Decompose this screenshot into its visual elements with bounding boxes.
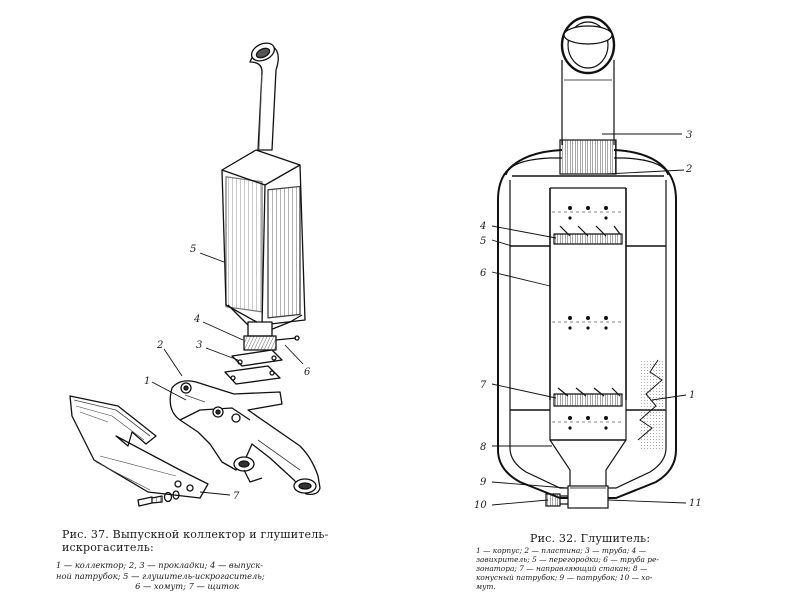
muffler-section-drawing: 3 2 4 5 6 7 1 8 9 10 11: [474, 15, 702, 511]
callout-4: 4: [193, 314, 200, 325]
figure-32-caption-legend: 1 — корпус; 2 — пластина; 3 — труба; 4 —…: [476, 546, 688, 591]
callout-2: 2: [685, 164, 692, 175]
legend-line: 6 — хомут; 7 — щиток: [135, 581, 239, 591]
callout-1: 1: [144, 376, 150, 387]
callout-3: 3: [686, 130, 692, 141]
exhaust-manifold-drawing: 5 4 3 2 1 6 7: [69, 42, 321, 507]
legend-line: ной патрубок; 5 — глушитель-искрогасител…: [56, 570, 265, 581]
callout-1: 1: [689, 390, 695, 401]
legend-line: мут.: [476, 582, 496, 591]
figure-37-caption-legend: 1 — коллектор; 2, 3 — прокладки; 4 — вып…: [56, 560, 318, 592]
callout-10: 10: [474, 500, 487, 511]
callout-11: 11: [689, 498, 702, 509]
callout-9: 9: [480, 477, 487, 488]
legend-line: зонатора; 7 — направляющий стакан; 8 —: [476, 564, 648, 573]
callout-6: 6: [480, 268, 487, 279]
figure-37: 5 4 3 2 1 6 7 Рис. 37. Выпускной коллект…: [56, 42, 329, 592]
callout-5: 5: [480, 236, 486, 247]
callout-5: 5: [190, 244, 196, 255]
figure-32-caption-title: Рис. 32. Глушитель:: [530, 532, 651, 545]
callout-2: 2: [156, 340, 163, 351]
figure-32: 3 2 4 5 6 7 1 8 9 10 11 Рис. 32. Глушите…: [400, 0, 800, 600]
callout-6: 6: [304, 367, 311, 378]
legend-line: 1 — корпус; 2 — пластина; 3 — труба; 4 —: [476, 546, 647, 555]
callout-4: 4: [479, 221, 486, 232]
legend-line: 1 — коллектор; 2, 3 — прокладки; 4 — вып…: [56, 560, 264, 570]
callout-8: 8: [480, 442, 486, 453]
callout-7: 7: [233, 491, 240, 502]
legend-line: завихритель; 5 — перегородки; 6 — труба …: [476, 555, 659, 564]
callout-3: 3: [196, 340, 202, 351]
figure-37-caption-title: Рис. 37. Выпускной коллектор и глушитель…: [62, 528, 329, 554]
legend-line: конусный патрубок; 9 — патрубок; 10 — хо…: [476, 573, 653, 582]
callout-7: 7: [480, 380, 487, 391]
